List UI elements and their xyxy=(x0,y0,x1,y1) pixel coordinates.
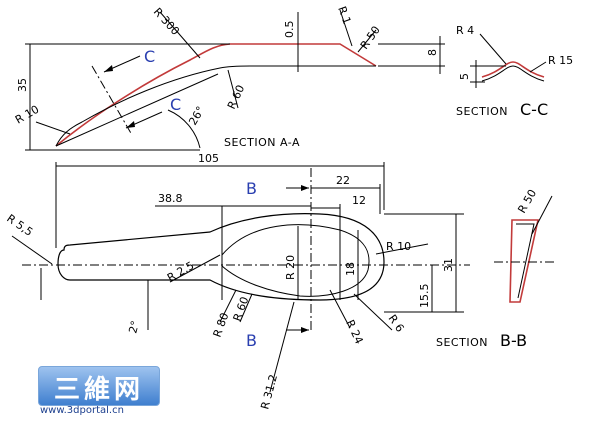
section-b-b-title: SECTION xyxy=(436,336,488,349)
cc-dim5-label: 5 xyxy=(458,73,471,80)
dim-22-label: 22 xyxy=(336,174,350,187)
watermark-logo-text: 三維网 xyxy=(53,375,144,405)
r20-label: R 20 xyxy=(284,255,297,280)
r55-leader xyxy=(11,235,53,265)
section-c-c-title: SECTION xyxy=(456,105,508,118)
spoon-bowl-inner xyxy=(221,224,370,297)
cut-c-letter-top: C xyxy=(144,47,155,66)
r1-label: R 1 xyxy=(335,5,353,26)
angle-26-ray xyxy=(55,73,219,147)
spoon-profile-top xyxy=(55,43,377,147)
r300-leader xyxy=(159,11,201,59)
section-b-b-letters: B-B xyxy=(500,331,527,350)
dim-8-label: 8 xyxy=(426,49,439,56)
cut-b-letter-top: B xyxy=(246,179,257,198)
angle-2-label: 2° xyxy=(126,319,142,334)
r25-leader xyxy=(169,254,221,283)
r24-leader xyxy=(329,289,351,329)
r312-leader xyxy=(269,301,295,393)
dim-12-label: 12 xyxy=(352,194,366,207)
cut-c-letter-bottom: C xyxy=(170,95,181,114)
watermark: 三維网 www.3dportal.cn xyxy=(38,366,160,418)
dim-31-label: 31 xyxy=(442,258,455,272)
section-a-a-title: SECTION A-A xyxy=(224,136,300,149)
cut-b-letter-bottom: B xyxy=(246,331,257,350)
r60-leader xyxy=(227,69,239,109)
r80-leader xyxy=(219,289,237,323)
r80-label: R 80 xyxy=(211,311,232,339)
r10-leader xyxy=(375,243,429,255)
dim-18-label: 18 xyxy=(344,262,357,276)
cut-b-arrowhead-bottom xyxy=(301,327,309,333)
r300-label: R 300 xyxy=(151,5,182,38)
cc-r4-label: R 4 xyxy=(456,24,474,37)
section-a-a-labels: R 300 0.5 R 1 R 50 8 35 R 10 R 60 26° C … xyxy=(13,5,439,149)
cc-profile-bottom xyxy=(481,65,545,82)
bb-r50-leader xyxy=(531,195,553,235)
r10-label: R 10 xyxy=(386,240,411,253)
r05-label: 0.5 xyxy=(283,21,296,39)
r50-label: R 50 xyxy=(358,24,383,52)
cut-b-arrowhead-top xyxy=(301,185,309,191)
angle-26-arc xyxy=(167,109,201,149)
bb-profile xyxy=(509,219,539,303)
cut-c-arrowhead-bottom xyxy=(126,121,135,128)
spoon-outline xyxy=(57,213,385,301)
dim-105-label: 105 xyxy=(198,152,219,165)
r6-leader xyxy=(353,293,393,331)
r10-leader xyxy=(35,121,71,135)
dim-155-label: 15.5 xyxy=(418,284,431,309)
cc-r4-leader xyxy=(479,33,507,65)
spoon-profile-bottom xyxy=(55,65,376,147)
r10-label: R 10 xyxy=(13,103,41,127)
watermark-url: www.3dportal.cn xyxy=(40,405,124,416)
r60-label: R 60 xyxy=(231,295,252,323)
r60-label: R 60 xyxy=(225,83,247,111)
cc-r15-label: R 15 xyxy=(548,54,573,67)
section-c-c-letters: C-C xyxy=(520,100,548,119)
r1-leader xyxy=(339,9,353,47)
dim-388-label: 38.8 xyxy=(158,192,183,205)
cut-c-arrowhead-top xyxy=(104,65,113,72)
watermark-logo: 三維网 xyxy=(38,366,160,406)
angle-26-label: 26° xyxy=(186,104,207,127)
r60-leader xyxy=(239,293,253,323)
r24-label: R 24 xyxy=(343,318,365,346)
cc-r15-leader xyxy=(529,61,547,73)
plan-view xyxy=(11,162,470,393)
r55-label: R 5,5 xyxy=(4,212,35,239)
section-a-a-view xyxy=(25,9,445,151)
cut-line-c xyxy=(91,65,133,136)
bb-profile-inner xyxy=(516,223,535,299)
r50-leader xyxy=(357,29,377,53)
dim-35-label: 35 xyxy=(16,78,29,92)
section-c-c-view: R 4 R 15 5 SECTION C-C xyxy=(456,24,573,119)
section-b-b-view: R 50 SECTION B-B xyxy=(436,187,556,350)
bb-r50-label: R 50 xyxy=(515,187,539,215)
r312-label: R 31.2 xyxy=(258,373,280,411)
r6-label: R 6 xyxy=(386,312,407,334)
r25-label: R 2.5 xyxy=(165,259,196,285)
